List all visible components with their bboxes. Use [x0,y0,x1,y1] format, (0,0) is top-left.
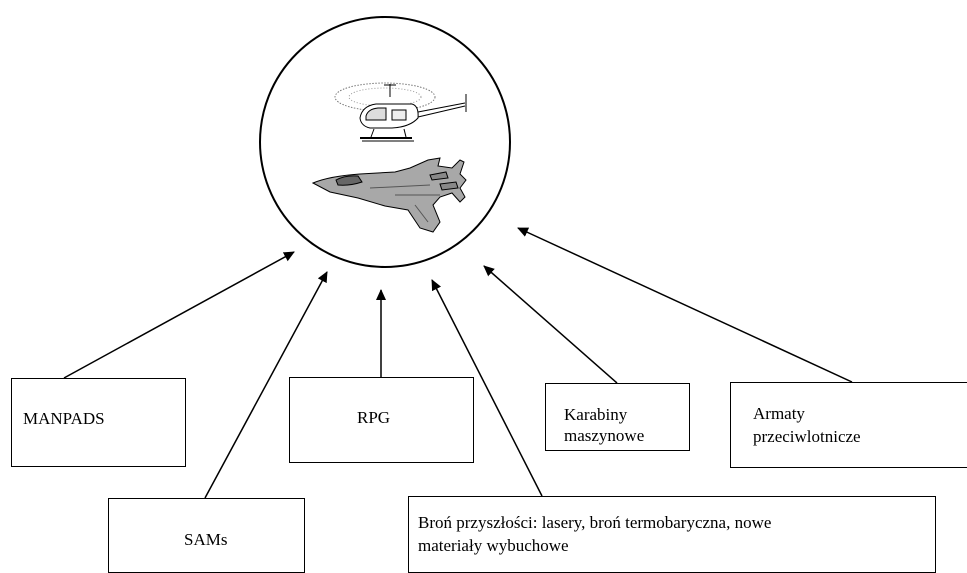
arrow-karabiny [483,265,618,384]
arrow-sams [204,271,328,499]
fighter-jet-icon [311,157,467,233]
rpg-label: RPG [357,408,391,427]
arrow-armaty [517,227,853,383]
future-label-line1: Broń przyszłości: lasery, broń termobary… [418,513,772,532]
helicopter-icon [334,82,467,142]
karabiny-box: Karabiny maszynowe [545,383,690,451]
sams-label: SAMs [184,530,228,549]
arrow-manpads [63,251,295,379]
rpg-box: RPG [289,377,474,463]
karabiny-label-line2: maszynowe [564,426,645,445]
target-circle [259,16,511,268]
sams-box: SAMs [108,498,305,573]
manpads-label: MANPADS [23,409,105,428]
armaty-label-line2: przeciwlotnicze [753,427,861,446]
armaty-box: Armaty przeciwlotnicze [730,382,967,468]
arrow-future [431,279,543,497]
future-weapons-box: Broń przyszłości: lasery, broń termobary… [408,496,936,573]
armaty-label-line1: Armaty [753,404,805,423]
karabiny-label-line1: Karabiny [564,405,628,424]
manpads-box: MANPADS [11,378,186,467]
future-label-line2: materiały wybuchowe [418,536,569,555]
